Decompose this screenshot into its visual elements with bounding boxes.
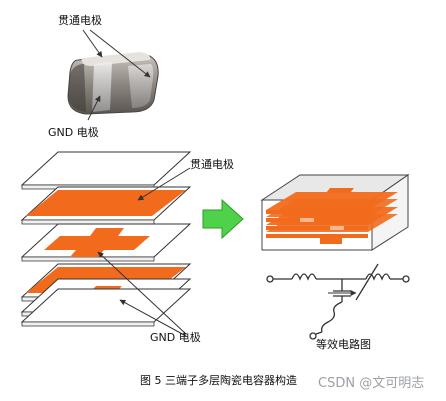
feedthrough-pointer-stack (137, 167, 191, 201)
equivalent-circuit-schematic (266, 263, 410, 340)
feedthrough-pointer-right (89, 29, 151, 78)
figure-caption: 图 5 三端子多层陶瓷电容器构造 (140, 374, 297, 387)
label-feedthrough-electrode-top: 贯通电极 (58, 14, 102, 27)
gnd-pointer-top (87, 95, 101, 121)
assembled-component (260, 174, 410, 251)
label-gnd-electrode-top: GND 电极 (48, 126, 99, 139)
gnd-pointer-stack-2 (119, 299, 187, 337)
watermark: CSDN @文可明志 (318, 376, 425, 391)
label-gnd-electrode-stack: GND 电极 (150, 331, 201, 344)
label-equivalent-circuit: 等效电路图 (316, 338, 371, 351)
layer-stack (20, 151, 192, 327)
gnd-pointer-stack-1 (97, 251, 187, 335)
transform-arrow-icon (202, 198, 244, 240)
feedthrough-pointer-left (82, 29, 103, 58)
label-feedthrough-electrode-stack: 贯通电极 (190, 158, 234, 171)
chip-photo (67, 52, 159, 115)
